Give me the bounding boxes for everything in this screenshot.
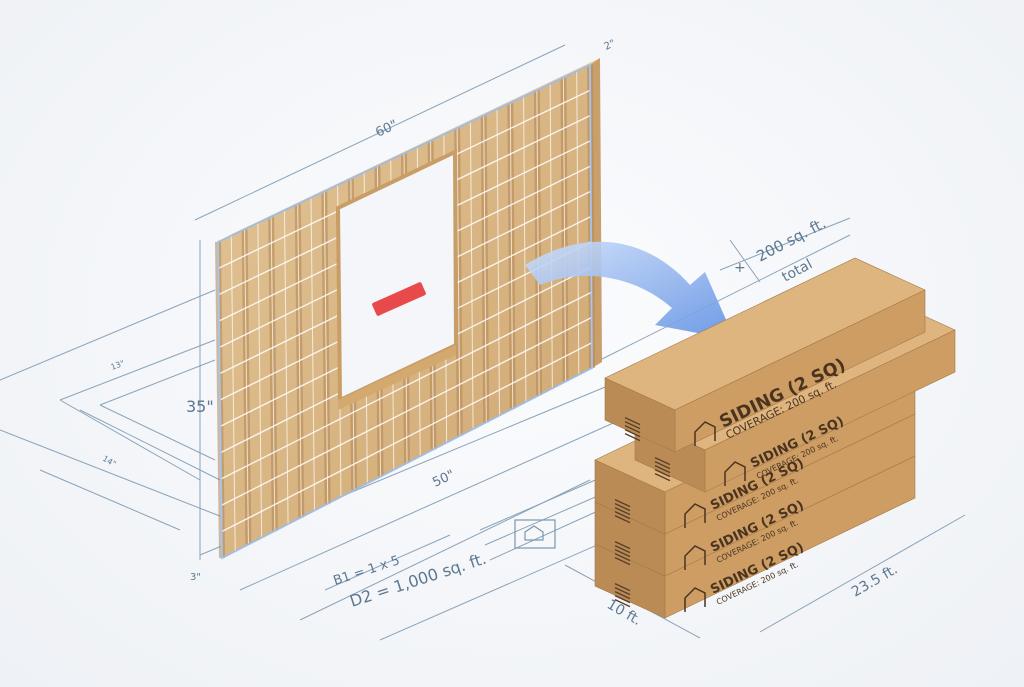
house-icon	[694, 421, 716, 446]
grid-line	[536, 90, 540, 396]
house-icon	[684, 545, 706, 570]
thickness-bottom-label: 3"	[190, 572, 201, 583]
wall-width-bottom-label: 50"	[430, 468, 457, 491]
house-icon	[684, 587, 706, 612]
barcode-icon	[614, 548, 631, 558]
side-dim-a-label: 13"	[110, 359, 126, 372]
grid-line	[310, 197, 315, 511]
grid-line	[496, 109, 500, 416]
grid-line	[576, 71, 580, 375]
grid-line	[283, 210, 289, 525]
barcode-icon	[614, 544, 631, 554]
barcode-icon	[614, 598, 631, 608]
barcode-icon	[624, 420, 641, 430]
barcode-icon	[614, 594, 631, 604]
barcode-icon	[614, 590, 631, 600]
grid-line	[562, 77, 567, 382]
house-icon	[724, 461, 746, 486]
wall-frame	[215, 58, 602, 560]
thickness-top-label: 2"	[603, 38, 618, 53]
grid-line	[257, 223, 263, 538]
barcode-icon	[614, 556, 631, 566]
barcode-icon	[624, 416, 641, 426]
wall-height-label: 35"	[186, 397, 214, 416]
grid-line	[244, 229, 249, 545]
wall-width-top-label: 60"	[373, 118, 400, 141]
barcode-icon	[614, 510, 631, 520]
barcode-icon	[614, 586, 631, 596]
grid-line	[509, 102, 514, 409]
side-dim-b-label: 14"	[101, 454, 118, 469]
barcode-icon	[614, 506, 631, 516]
barcode-icon	[614, 540, 631, 550]
barcode-icon	[654, 464, 671, 474]
red-marker	[372, 282, 426, 316]
barcode-icon	[654, 456, 671, 466]
grid-line	[523, 96, 527, 402]
barcode-icon	[654, 472, 671, 482]
grid-line	[469, 121, 474, 430]
grid-line	[230, 235, 236, 552]
curved-arrow-icon	[525, 241, 735, 340]
grid-line	[456, 128, 461, 436]
barcode-icon	[624, 424, 641, 434]
barcode-icon	[624, 428, 641, 438]
barcode-icon	[614, 552, 631, 562]
window-sill	[338, 345, 456, 410]
box-length-label: 23.5 ft.	[849, 561, 901, 600]
barcode-icon	[654, 460, 671, 470]
barcode-icon	[624, 432, 641, 442]
house-plan-icon	[514, 519, 556, 549]
barcode-icon	[614, 498, 631, 508]
barcode-icon	[654, 468, 671, 478]
grid-line	[483, 115, 487, 423]
barcode-icon	[614, 502, 631, 512]
grid-line	[270, 216, 276, 531]
barcode-icon	[614, 582, 631, 592]
plus-sign: +	[734, 260, 746, 276]
grid-line	[549, 83, 553, 389]
total-area-label: 200 sq. ft.	[753, 214, 828, 266]
grid-line	[297, 204, 302, 518]
house-icon	[684, 503, 706, 528]
barcode-icon	[614, 514, 631, 524]
blueprint-lines	[0, 44, 966, 641]
wall-outline	[216, 63, 594, 560]
grid-line	[323, 191, 329, 504]
siding-box-stack: SIDING (2 SQ)COVERAGE: 200 sq. ft.SIDING…	[594, 257, 956, 619]
